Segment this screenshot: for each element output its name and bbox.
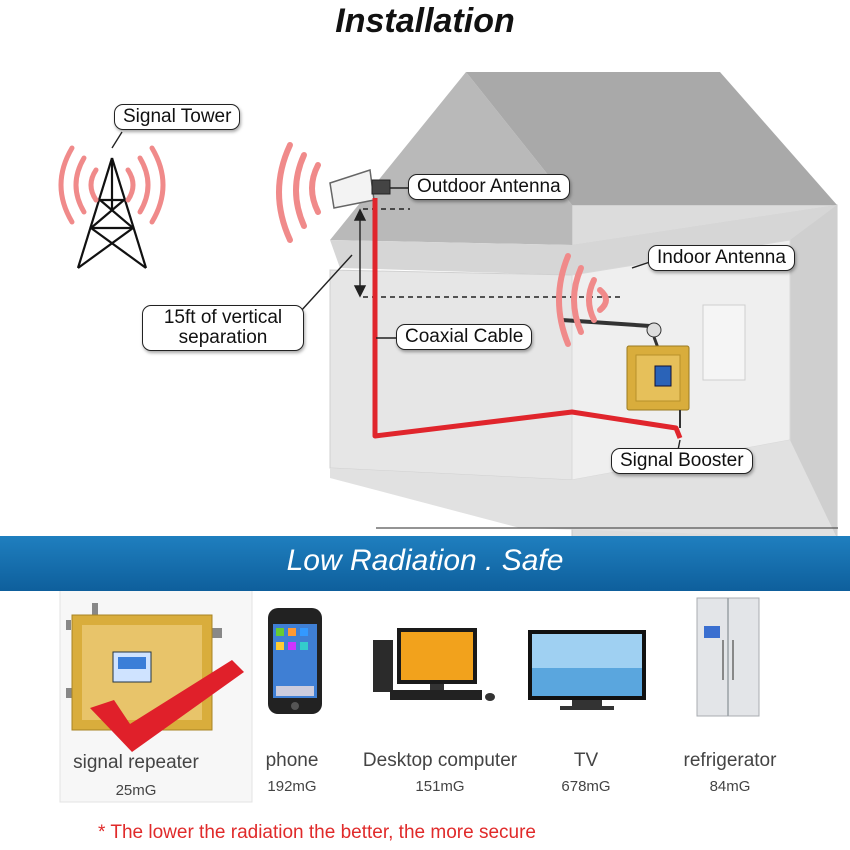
outdoor-antenna-icon: [329, 169, 391, 209]
signal-booster-icon: [626, 345, 690, 428]
indoor-antenna-waves: [556, 253, 609, 347]
footnote-text: The lower the radiation the better, the …: [110, 822, 536, 843]
product-name-phone: phone: [265, 750, 319, 771]
product-phone-image: [268, 608, 322, 714]
callout-outdoor-antenna: Outdoor Antenna: [408, 174, 570, 200]
product-name-tv: TV: [573, 750, 599, 771]
callout-vertical-separation-line2: separation: [178, 327, 268, 348]
indoor-antenna-leader: [631, 261, 651, 269]
house-roof-right: [466, 72, 837, 205]
signal-tower-icon: [76, 157, 148, 269]
house-interior-left-wall: [329, 269, 573, 481]
callout-signal-booster: Signal Booster: [611, 448, 753, 474]
separation-marker: [299, 208, 620, 313]
product-value-refrigerator: 84mG: [709, 778, 751, 795]
product-value-tv: 678mG: [561, 778, 611, 795]
checkmark-icon: [90, 660, 244, 752]
product-value-signal-repeater: 25mG: [115, 782, 157, 799]
outdoor-antenna-waves: [276, 142, 321, 243]
page-title: Installation: [335, 2, 515, 40]
footnote-star: *: [98, 822, 106, 843]
product-name-refrigerator: refrigerator: [683, 750, 777, 771]
tower-waves: [58, 145, 166, 225]
safety-banner-text: Low Radiation . Safe: [286, 544, 564, 577]
product-name-desktop-computer: Desktop computer: [362, 750, 518, 771]
product-desktop-computer-image: [373, 628, 495, 701]
house-roof-left: [330, 72, 572, 245]
footnote: * The lower the radiation the better, th…: [98, 822, 536, 844]
coaxial-cable: [372, 198, 683, 439]
product-signal-repeater-image: [59, 589, 253, 803]
callout-vertical-separation-line1: 15ft of vertical: [163, 307, 283, 328]
callout-vertical-separation: 15ft of vertical separation: [142, 305, 304, 351]
house-ceiling: [330, 205, 837, 275]
product-refrigerator-image: [696, 597, 760, 717]
house: [329, 72, 838, 539]
signal-tower-leader: [111, 131, 123, 149]
product-tv-image: [528, 630, 646, 710]
product-value-desktop-computer: 151mG: [415, 778, 465, 795]
product-name-signal-repeater: signal repeater: [73, 752, 199, 773]
product-value-phone: 192mG: [267, 778, 317, 795]
house-window: [702, 304, 746, 381]
callout-signal-tower: Signal Tower: [114, 104, 241, 130]
safety-banner: Low Radiation . Safe: [0, 536, 850, 591]
callout-coaxial-cable: Coaxial Cable: [396, 324, 533, 350]
callout-indoor-antenna: Indoor Antenna: [648, 245, 795, 271]
